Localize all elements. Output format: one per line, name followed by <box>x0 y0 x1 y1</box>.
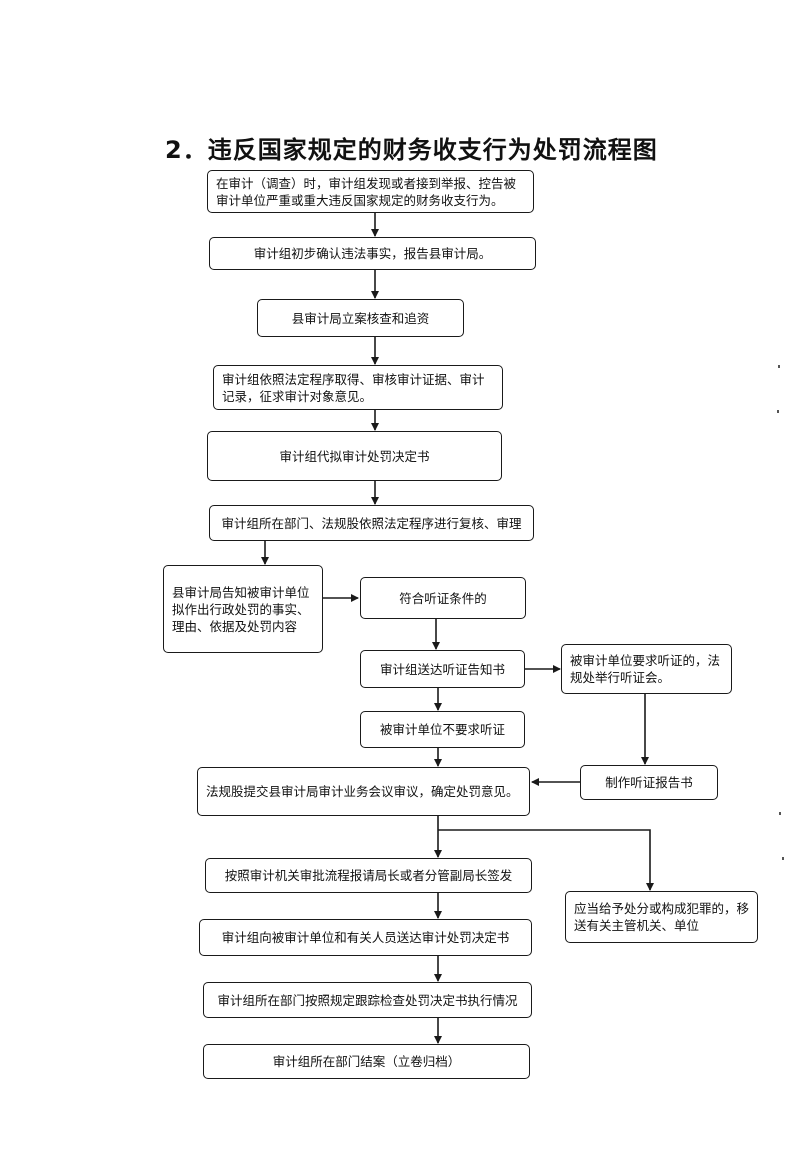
page-title: 2．违反国家规定的财务收支行为处罚流程图 <box>165 136 658 164</box>
scan-speck <box>778 365 780 368</box>
step-notify-penalty-text: 县审计局告知被审计单位拟作出行政处罚的事实、理由、依据及处罚内容 <box>172 584 310 634</box>
step-hearing-eligible-text: 符合听证条件的 <box>399 590 487 606</box>
step-approval-sign: 按照审计机关审批流程报请局长或者分管副局长签发 <box>205 858 532 893</box>
step-preliminary-confirm-text: 审计组初步确认违法事实，报告县审计局。 <box>253 246 492 261</box>
step-hearing-requested-text: 被审计单位要求听证的，法规处举行听证会。 <box>570 653 721 685</box>
step-business-meeting: 法规股提交县审计局审计业务会议审议，确定处罚意见。 <box>197 767 530 816</box>
step-review: 审计组所在部门、法规股依照法定程序进行复核、审理 <box>209 505 534 541</box>
step-discover-violation: 在审计（调查）时，审计组发现或者接到举报、控告被审计单位严重或重大违反国家规定的… <box>207 170 534 213</box>
arrow-n13-n15 <box>438 829 654 891</box>
step-collect-evidence-text: 审计组依照法定程序取得、审核审计证据、审计记录，征求审计对象意见。 <box>222 371 485 404</box>
scan-speck <box>779 812 781 815</box>
step-hearing-notice-text: 审计组送达听证告知书 <box>379 661 505 677</box>
step-deliver-decision-text: 审计组向被审计单位和有关人员送达审计处罚决定书 <box>221 930 510 945</box>
step-approval-sign-text: 按照审计机关审批流程报请局长或者分管副局长签发 <box>224 868 513 883</box>
step-business-meeting-text: 法规股提交县审计局审计业务会议审议，确定处罚意见。 <box>206 784 519 799</box>
step-hearing-requested: 被审计单位要求听证的，法规处举行听证会。 <box>561 644 732 694</box>
step-track-execution: 审计组所在部门按照规定跟踪检查处罚决定书执行情况 <box>203 982 532 1018</box>
step-file-case-text: 县审计局立案核查和追资 <box>291 310 430 326</box>
step-discover-violation-text: 在审计（调查）时，审计组发现或者接到举报、控告被审计单位严重或重大违反国家规定的… <box>216 175 517 208</box>
step-hearing-report: 制作听证报告书 <box>580 765 718 800</box>
step-collect-evidence: 审计组依照法定程序取得、审核审计证据、审计记录，征求审计对象意见。 <box>213 365 503 410</box>
step-review-text: 审计组所在部门、法规股依照法定程序进行复核、审理 <box>221 515 522 531</box>
step-draft-decision: 审计组代拟审计处罚决定书 <box>207 431 502 481</box>
step-close-case-text: 审计组所在部门结案（立卷归档） <box>272 1054 461 1069</box>
step-hearing-eligible: 符合听证条件的 <box>360 577 526 619</box>
step-preliminary-confirm: 审计组初步确认违法事实，报告县审计局。 <box>209 237 536 270</box>
step-deliver-decision: 审计组向被审计单位和有关人员送达审计处罚决定书 <box>199 919 532 956</box>
step-hearing-report-text: 制作听证报告书 <box>605 775 693 790</box>
scan-speck <box>782 857 784 860</box>
step-no-hearing: 被审计单位不要求听证 <box>360 711 525 748</box>
step-no-hearing-text: 被审计单位不要求听证 <box>379 722 505 737</box>
step-transfer-authorities: 应当给予处分或构成犯罪的，移送有关主管机关、单位 <box>565 891 758 943</box>
step-file-case: 县审计局立案核查和追资 <box>257 299 464 337</box>
step-notify-penalty: 县审计局告知被审计单位拟作出行政处罚的事实、理由、依据及处罚内容 <box>163 565 323 653</box>
scan-speck <box>777 410 779 413</box>
step-draft-decision-text: 审计组代拟审计处罚决定书 <box>279 448 430 464</box>
step-transfer-authorities-text: 应当给予处分或构成犯罪的，移送有关主管机关、单位 <box>574 901 750 933</box>
step-hearing-notice: 审计组送达听证告知书 <box>360 650 525 688</box>
step-track-execution-text: 审计组所在部门按照规定跟踪检查处罚决定书执行情况 <box>217 992 518 1008</box>
step-close-case: 审计组所在部门结案（立卷归档） <box>203 1044 530 1079</box>
